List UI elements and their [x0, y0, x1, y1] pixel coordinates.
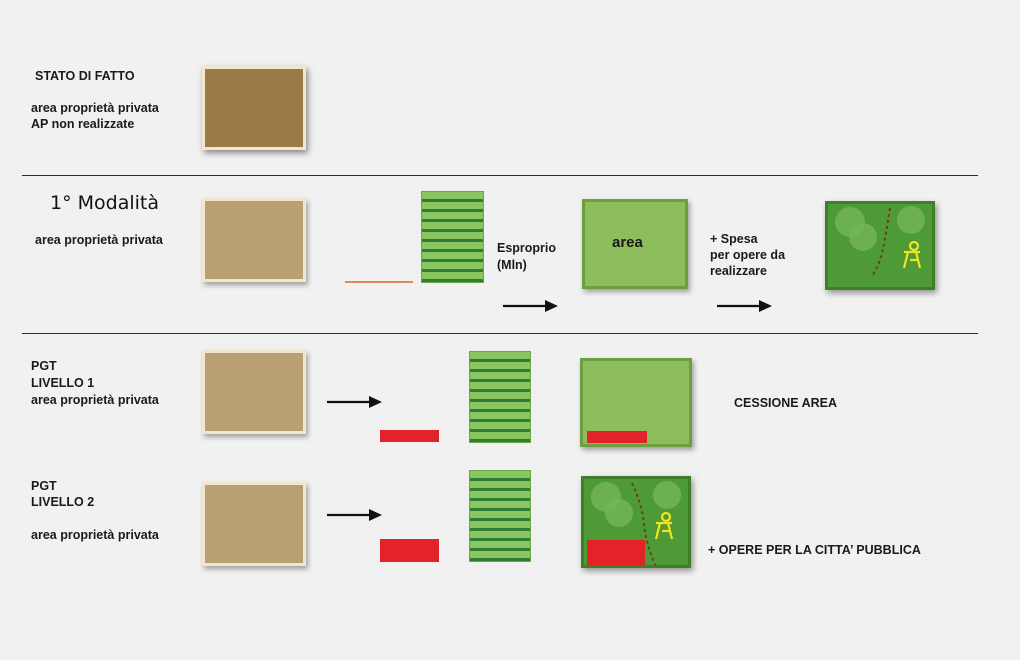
spesa-label-2: per opere da [710, 248, 786, 262]
row0-title: STATO DI FATTO [35, 69, 135, 83]
row2-label-2: LIVELLO 1 [31, 376, 95, 390]
public-area [582, 199, 688, 289]
row0-label-1: area proprietà privata [31, 101, 159, 115]
park-area [825, 201, 935, 290]
cessione-area-label: CESSIONE AREA [734, 396, 838, 410]
red-bar [587, 431, 647, 443]
row3-label-3: area proprietà privata [31, 528, 159, 542]
red-bar [587, 540, 645, 565]
row3-label-1: PGT [31, 479, 57, 493]
row2-label-3: area proprietà privata [31, 393, 159, 407]
esproprio-unit: (Mln) [497, 258, 527, 272]
esproprio-label: Esproprio [497, 241, 557, 255]
spesa-label-3: realizzare [710, 264, 767, 278]
row1-title: 1° Modalità [50, 192, 159, 214]
private-parcel-dark [202, 66, 306, 150]
arrow-right-icon [717, 300, 772, 312]
park-illustration-icon [835, 206, 925, 277]
row1-label: area proprietà privata [35, 233, 163, 247]
park-area [581, 476, 691, 568]
separator-1 [22, 175, 978, 176]
arrow-right-icon [327, 396, 382, 408]
spesa-label-1: + Spesa [710, 232, 758, 246]
private-parcel [202, 482, 306, 566]
arrow-right-icon [327, 509, 382, 521]
private-parcel [202, 198, 306, 282]
park-illustration-icon [591, 481, 681, 565]
area-label: area [612, 234, 643, 251]
red-bar [380, 539, 439, 562]
row3-label-2: LIVELLO 2 [31, 495, 95, 509]
arrow-right-icon [503, 300, 558, 312]
row0-label-2: AP non realizzate [31, 117, 135, 131]
opere-citta-label: + OPERE PER LA CITTA’ PUBBLICA [708, 543, 921, 557]
striped-area [469, 470, 531, 562]
row2-label-1: PGT [31, 359, 57, 373]
striped-area [421, 191, 484, 283]
separator-2 [22, 333, 978, 334]
private-parcel [202, 350, 306, 434]
red-bar [380, 430, 439, 442]
striped-area [469, 351, 531, 443]
orange-line [345, 281, 413, 283]
